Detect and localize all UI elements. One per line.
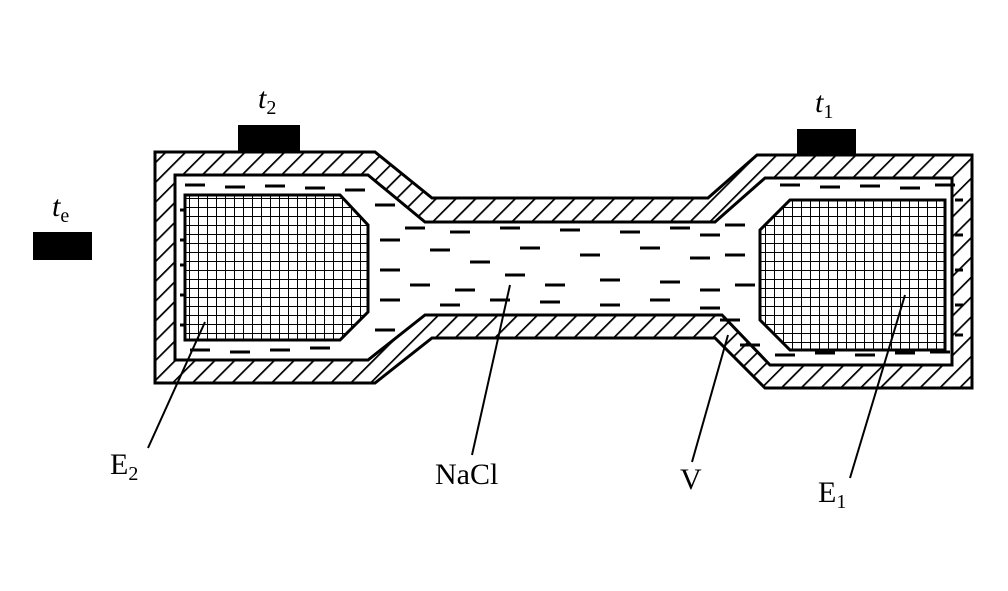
leader-v — [691, 334, 729, 463]
label-t2: t2 — [258, 82, 277, 119]
sensor-t1 — [797, 129, 856, 155]
label-nacl: NaCl — [435, 458, 499, 491]
electrode-e2 — [183, 193, 370, 342]
sensor-te — [33, 232, 92, 260]
leader-e2 — [147, 321, 206, 449]
sensor-t2 — [238, 125, 300, 152]
label-e1: E1 — [818, 476, 847, 513]
label-e2: E2 — [110, 448, 139, 485]
electrode-e1 — [758, 198, 947, 352]
label-te: te — [52, 190, 70, 227]
leader-e1 — [849, 294, 906, 479]
vessel-interior — [173, 173, 954, 367]
label-t1: t1 — [815, 86, 834, 123]
leader-nacl — [471, 284, 511, 456]
label-v: V — [680, 463, 702, 496]
